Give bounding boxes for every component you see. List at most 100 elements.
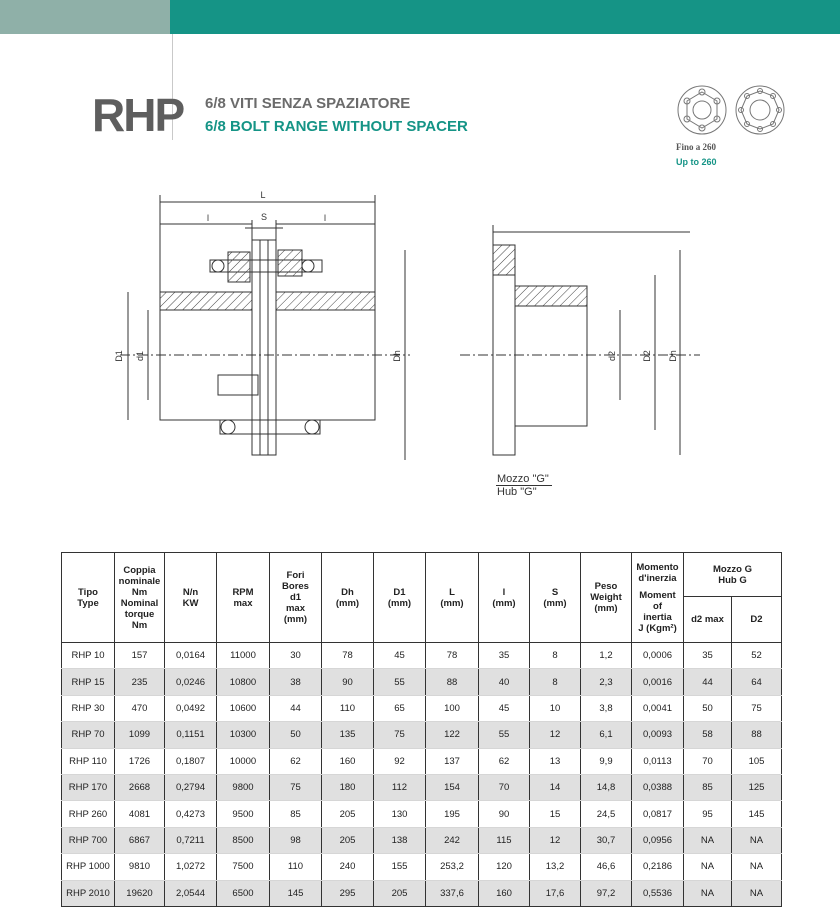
dim-label-L: L	[260, 190, 265, 200]
table-cell: 154	[425, 774, 479, 802]
dim-label-l-left: l	[207, 213, 209, 223]
table-cell: 9810	[114, 853, 165, 881]
dim-label-Dh-right: Dh	[668, 350, 678, 362]
header-bores: Fori Bores d1 max (mm)	[269, 552, 322, 643]
table-cell: 7500	[216, 853, 270, 881]
table-cell: 205	[321, 800, 374, 828]
table-cell: 62	[478, 748, 530, 775]
table-cell: 0,0246	[164, 668, 217, 696]
table-cell: 145	[269, 880, 322, 907]
header-D1: D1 (mm)	[373, 552, 426, 643]
table-cell: 0,0093	[631, 721, 684, 749]
table-cell: 0,1151	[164, 721, 217, 749]
table-cell: RHP 15	[61, 668, 115, 696]
table-cell: 240	[321, 853, 374, 881]
table-cell: 78	[425, 642, 479, 670]
table-cell: 98	[269, 827, 322, 855]
table-cell: 85	[269, 800, 322, 828]
table-cell: 52	[731, 642, 782, 670]
table-cell: RHP 10	[61, 642, 115, 670]
header-D2: D2	[731, 596, 782, 643]
table-cell: 110	[269, 853, 322, 881]
table-cell: 95	[683, 800, 732, 828]
table-cell: RHP 2010	[61, 880, 115, 907]
table-cell: 1099	[114, 721, 165, 749]
table-cell: 85	[683, 774, 732, 802]
header-dh: Dh (mm)	[321, 552, 374, 643]
dim-label-d1: d1	[135, 351, 145, 361]
table-cell: 88	[731, 721, 782, 749]
table-cell: RHP 170	[61, 774, 115, 802]
table-cell: 78	[321, 642, 374, 670]
table-cell: 12	[529, 721, 581, 749]
table-cell: 10800	[216, 668, 270, 696]
table-cell: RHP 700	[61, 827, 115, 855]
table-cell: 38	[269, 668, 322, 696]
table-cell: 0,0492	[164, 695, 217, 723]
flange-bolt-patterns-icon	[677, 85, 785, 135]
table-cell: 9500	[216, 800, 270, 828]
table-cell: 0,4273	[164, 800, 217, 828]
table-cell: 0,1807	[164, 748, 217, 775]
table-cell: 6500	[216, 880, 270, 907]
table-cell: 8	[529, 668, 581, 696]
table-cell: NA	[731, 853, 782, 881]
table-cell: 1,2	[580, 642, 632, 670]
table-cell: 130	[373, 800, 426, 828]
table-cell: 40	[478, 668, 530, 696]
table-cell: 242	[425, 827, 479, 855]
table-cell: 6,1	[580, 721, 632, 749]
table-cell: 62	[269, 748, 322, 775]
table-cell: 44	[269, 695, 322, 723]
table-cell: 97,2	[580, 880, 632, 907]
table-cell: 9800	[216, 774, 270, 802]
header-d2max: d2 max	[683, 596, 732, 643]
table-cell: 155	[373, 853, 426, 881]
table-cell: 2,0544	[164, 880, 217, 907]
table-cell: 2668	[114, 774, 165, 802]
table-cell: 10000	[216, 748, 270, 775]
table-cell: 100	[425, 695, 479, 723]
table-cell: 180	[321, 774, 374, 802]
table-cell: 64	[731, 668, 782, 696]
dim-label-l-right: l	[324, 213, 326, 223]
table-cell: 1,0272	[164, 853, 217, 881]
table-cell: NA	[731, 827, 782, 855]
table-cell: 160	[478, 880, 530, 907]
table-cell: 70	[683, 748, 732, 775]
table-cell: 115	[478, 827, 530, 855]
table-cell: 70	[478, 774, 530, 802]
table-cell: 125	[731, 774, 782, 802]
table-cell: 10300	[216, 721, 270, 749]
table-cell: 35	[478, 642, 530, 670]
table-cell: RHP 260	[61, 800, 115, 828]
table-cell: 10600	[216, 695, 270, 723]
top-bar-grey	[0, 0, 170, 34]
coupling-technical-drawing: L S l l D1 d1 Dh d2 D2 Dh	[114, 190, 700, 460]
table-cell: 10	[529, 695, 581, 723]
table-cell: 50	[683, 695, 732, 723]
table-cell: 145	[731, 800, 782, 828]
table-cell: 195	[425, 800, 479, 828]
table-cell: 2,3	[580, 668, 632, 696]
header-divider	[172, 34, 173, 140]
hub-label-italian: Mozzo "G"	[497, 473, 549, 485]
table-cell: 235	[114, 668, 165, 696]
table-cell: 6867	[114, 827, 165, 855]
header-rpm: RPM max	[216, 552, 270, 643]
table-cell: 75	[731, 695, 782, 723]
table-cell: 58	[683, 721, 732, 749]
top-bar-teal	[170, 0, 840, 34]
table-cell: 35	[683, 642, 732, 670]
table-cell: 0,0113	[631, 748, 684, 775]
table-cell: 4081	[114, 800, 165, 828]
table-cell: 45	[373, 642, 426, 670]
table-cell: 0,0817	[631, 800, 684, 828]
header-weight: Peso Weight (mm)	[580, 552, 632, 643]
table-cell: NA	[683, 880, 732, 907]
